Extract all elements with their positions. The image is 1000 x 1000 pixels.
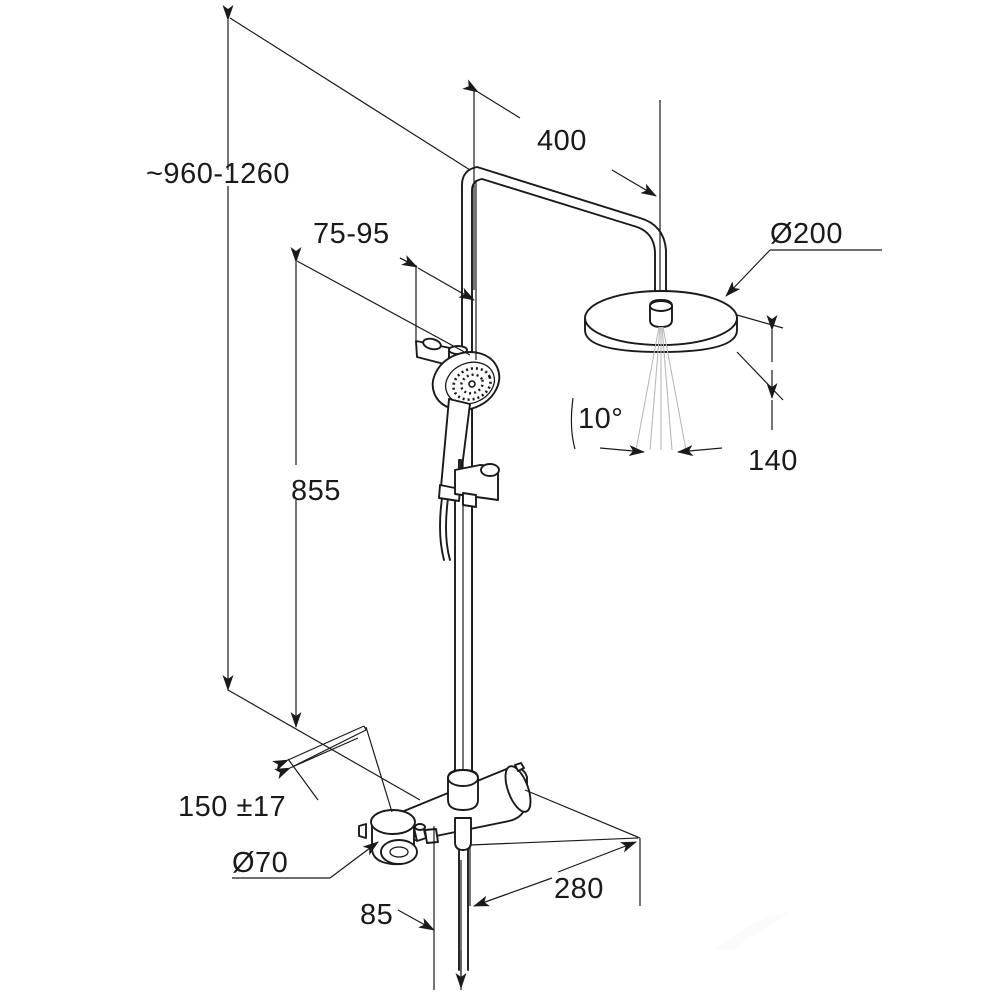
label-inlet-spacing: 150 ±17 bbox=[178, 791, 286, 823]
label-outlet-projection: 85 bbox=[360, 899, 393, 931]
label-rail-height: 855 bbox=[291, 475, 341, 507]
dim-valve-depth bbox=[469, 789, 641, 907]
dim-inlet-spacing bbox=[272, 725, 393, 813]
dim-arm-reach bbox=[462, 79, 661, 290]
dim-rail-height bbox=[290, 247, 471, 728]
riser-valve-connector bbox=[447, 769, 479, 811]
label-head-drop: 140 bbox=[748, 445, 798, 477]
label-spray-angle: 10° bbox=[578, 403, 623, 435]
label-valve-depth: 280 bbox=[554, 873, 604, 905]
dim-head-diameter bbox=[725, 249, 882, 297]
dim-escutcheon-diameter bbox=[232, 841, 379, 879]
product-geometry bbox=[358, 166, 738, 971]
rain-shower-head bbox=[584, 290, 738, 353]
dim-head-drop bbox=[736, 314, 784, 430]
spray-cone bbox=[635, 326, 687, 451]
label-bracket-offset: 75-95 bbox=[313, 218, 390, 250]
dim-outlet-projection bbox=[397, 826, 467, 990]
hand-shower-cradle bbox=[454, 459, 500, 508]
watermark: KIDOASA bbox=[700, 910, 1000, 961]
watermark-brand: KIDOASA bbox=[806, 917, 1000, 961]
dimension-labels: ~960-1260 855 400 75-95 Ø200 140 10° 150… bbox=[146, 125, 843, 931]
label-arm-reach: 400 bbox=[537, 125, 587, 157]
label-head-diameter: Ø200 bbox=[770, 218, 843, 250]
dim-bracket-offset bbox=[399, 180, 477, 360]
dimension-lines bbox=[222, 5, 882, 990]
dim-overall-height bbox=[222, 5, 471, 801]
bottom-outlet bbox=[454, 817, 472, 971]
label-overall-height: ~960-1260 bbox=[146, 158, 290, 190]
dim-spray-angle bbox=[570, 397, 723, 457]
label-escutcheon-diameter: Ø70 bbox=[232, 847, 288, 879]
